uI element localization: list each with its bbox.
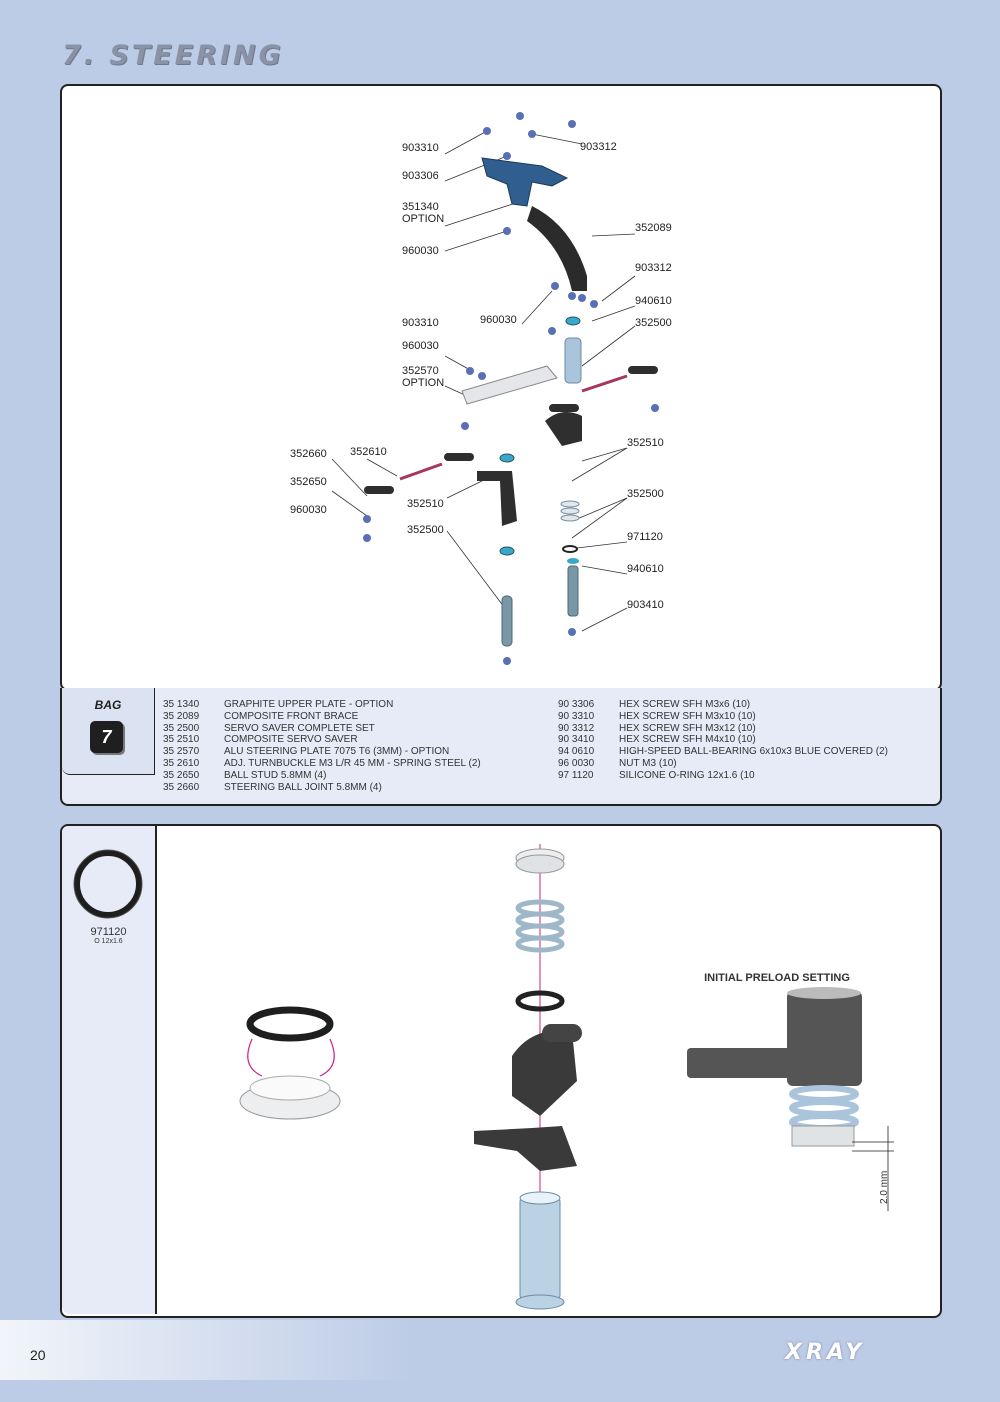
part-row: 35 2610 ADJ. TURNBUCKLE M3 L/R 45 MM - SP… [163, 758, 481, 770]
svg-text:352570: 352570 [402, 365, 439, 377]
part-row: 35 1340 GRAPHITE UPPER PLATE - OPTION [163, 699, 481, 711]
svg-text:903310: 903310 [402, 317, 439, 329]
part-code: 35 2500 [163, 722, 200, 734]
part-row: 94 0610 HIGH-SPEED BALL-BEARING 6x10x3 BL… [558, 746, 888, 758]
part-row: 35 2510 COMPOSITE SERVO SAVER [163, 734, 481, 746]
svg-text:352510: 352510 [627, 437, 664, 449]
page-footer-glow [0, 1320, 420, 1380]
svg-text:903312: 903312 [635, 262, 672, 274]
svg-text:903410: 903410 [627, 599, 664, 611]
svg-text:352500: 352500 [635, 317, 672, 329]
part-desc: HEX SCREW SFH M4x10 (10) [619, 734, 756, 746]
svg-text:352500: 352500 [627, 488, 664, 500]
part-code: 35 1340 [163, 699, 200, 710]
bag-tab: BAG 7 [62, 688, 155, 775]
oring-size: O 12x1.6 [94, 938, 123, 945]
oring-icon [73, 849, 143, 919]
part-row: 90 3310 HEX SCREW SFH M3x10 (10) [558, 711, 888, 723]
preload-title: INITIAL PRELOAD SETTING [704, 972, 850, 984]
part-row: 90 3306 HEX SCREW SFH M3x6 (10) [558, 699, 888, 711]
svg-text:352500: 352500 [407, 524, 444, 536]
part-code: 35 2510 [163, 734, 200, 746]
part-desc: BALL STUD 5.8MM (4) [224, 769, 327, 781]
part-code: 97 1120 [558, 769, 594, 781]
part-row: 35 2570 ALU STEERING PLATE 7075 T6 (3MM) … [163, 746, 481, 758]
svg-text:960030: 960030 [402, 245, 439, 257]
svg-text:351340: 351340 [402, 201, 439, 213]
part-code: 90 3310 [558, 710, 595, 722]
svg-text:903312: 903312 [580, 141, 617, 153]
part-code: 90 3410 [558, 734, 595, 746]
oring-code: 971120 [90, 926, 127, 938]
part-row: 97 1120 SILICONE O-RING 12x1.6 (10 [558, 770, 888, 782]
part-desc: ADJ. TURNBUCKLE M3 L/R 45 MM - SPRING ST… [224, 757, 481, 769]
part-row: 90 3410 HEX SCREW SFH M4x10 (10) [558, 734, 888, 746]
part-code: 35 2570 [163, 746, 200, 758]
part-code: 90 3306 [558, 699, 595, 710]
part-desc: NUT M3 (10) [619, 757, 677, 769]
svg-text:OPTION: OPTION [402, 213, 444, 225]
part-code: 35 2610 [163, 757, 200, 769]
part-code: 35 2650 [163, 769, 200, 781]
svg-text:352650: 352650 [290, 476, 327, 488]
part-row: 35 2089 COMPOSITE FRONT BRACE [163, 711, 481, 723]
part-row: 35 2500 SERVO SAVER COMPLETE SET [163, 723, 481, 735]
part-desc: ALU STEERING PLATE 7075 T6 (3MM) - OPTIO… [224, 746, 450, 758]
svg-text:903306: 903306 [402, 170, 439, 182]
svg-text:960030: 960030 [290, 504, 327, 516]
part-desc: COMPOSITE SERVO SAVER [224, 734, 358, 746]
part-desc: SILICONE O-RING 12x1.6 (10 [619, 769, 755, 781]
svg-text:940610: 940610 [635, 295, 672, 307]
part-row: 96 0030 NUT M3 (10) [558, 758, 888, 770]
page-number: 20 [30, 1347, 46, 1363]
part-desc: HEX SCREW SFH M3x6 (10) [619, 699, 751, 710]
svg-text:940610: 940610 [627, 563, 664, 575]
svg-text:971120: 971120 [627, 531, 663, 543]
bag-label: BAG [94, 698, 122, 712]
part-desc: HEX SCREW SFH M3x10 (10) [619, 710, 756, 722]
part-desc: COMPOSITE FRONT BRACE [224, 710, 359, 722]
oring-tab: 971120 O 12x1.6 [62, 826, 157, 1314]
preload-setting-illustration: INITIAL PRELOAD SETTING 2.0 mm [687, 972, 894, 1211]
svg-text:903310: 903310 [402, 142, 439, 154]
svg-text:960030: 960030 [480, 314, 517, 326]
part-row: 90 3312 HEX SCREW SFH M3x12 (10) [558, 723, 888, 735]
assembly-detail-panel: 971120 O 12x1.6 INITIAL PRELOAD SETTING [60, 824, 942, 1318]
part-desc: HEX SCREW SFH M3x12 (10) [619, 722, 756, 734]
bag-number-icon: 7 [90, 721, 123, 753]
svg-text:OPTION: OPTION [402, 377, 444, 389]
parts-list-panel: BAG 7 35 1340 GRAPHITE UPPER PLATE - OPTI… [60, 688, 942, 806]
exploded-diagram: 903310 903312 903306 351340 OPTION 352089 9… [290, 112, 672, 665]
part-code: 94 0610 [558, 746, 595, 758]
part-code: 35 2089 [163, 710, 200, 722]
part-code: 90 3312 [558, 722, 595, 734]
preload-dimension: 2.0 mm [879, 1171, 890, 1204]
part-desc: GRAPHITE UPPER PLATE - OPTION [224, 699, 394, 710]
part-code: 35 2660 [163, 781, 200, 793]
part-desc: SERVO SAVER COMPLETE SET [224, 722, 375, 734]
parts-list-left: 35 1340 GRAPHITE UPPER PLATE - OPTION 35 … [163, 699, 481, 793]
servo-saver-assembly: INITIAL PRELOAD SETTING 2.0 mm [239, 844, 894, 1310]
svg-text:352660: 352660 [290, 448, 327, 460]
svg-text:352610: 352610 [350, 446, 387, 458]
part-row: 35 2650 BALL STUD 5.8MM (4) [163, 770, 481, 782]
svg-text:352510: 352510 [407, 498, 444, 510]
part-desc: HIGH-SPEED BALL-BEARING 6x10x3 BLUE COVE… [619, 746, 888, 758]
page-title: 7. STEERING [62, 40, 284, 71]
exploded-diagram-panel: 903310 903312 903306 351340 OPTION 352089 9… [60, 84, 942, 691]
part-code: 96 0030 [558, 757, 595, 769]
svg-text:960030: 960030 [402, 340, 439, 352]
brand-logo: XRAY [785, 1340, 866, 1365]
svg-text:352089: 352089 [635, 222, 672, 234]
part-row: 35 2660 STEERING BALL JOINT 5.8MM (4) [163, 782, 481, 794]
part-desc: STEERING BALL JOINT 5.8MM (4) [224, 781, 382, 793]
